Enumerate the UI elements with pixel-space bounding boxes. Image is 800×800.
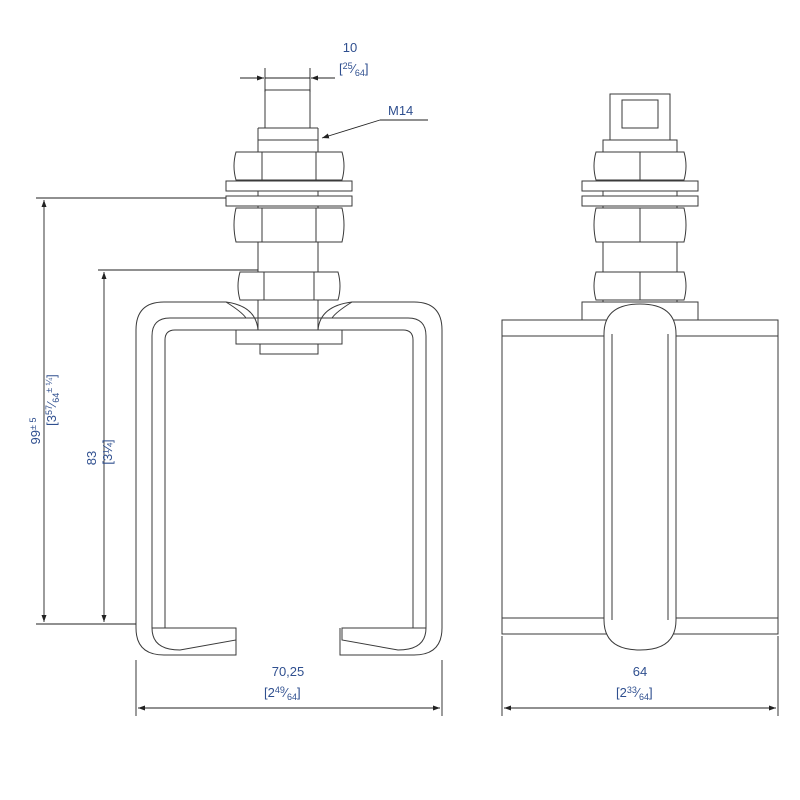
bracket-outer [135,301,443,656]
upper-nut [233,151,345,181]
center-rib [603,303,677,651]
front-lower-washer [581,195,699,207]
lower-washer [225,195,353,207]
thread-label: M14 [388,103,413,118]
front-view [501,93,779,651]
side-width-mm: 70,25 [272,664,305,679]
front-upper-nut [593,151,687,181]
inner-nut [235,329,343,345]
overall-height-inch: [357⁄64± ¼] [44,374,61,426]
front-width-inch: [233⁄64] [616,685,653,702]
middle-nut [233,207,345,243]
front-width-mm: 64 [633,664,647,679]
overall-height-mm: 99± 5 [28,418,43,445]
thread-width-inch: [25⁄64] [339,61,368,78]
front-upper-washer [581,180,699,192]
side-view [135,89,443,656]
dimension-lines [36,68,779,716]
bracket-inner [151,317,427,628]
inner-height-mm: 83 [84,451,99,465]
lower-nut [237,271,341,301]
right-flange [341,627,427,651]
left-flange [151,627,237,651]
thread-width-mm: 10 [343,40,357,55]
front-bolt-tip [609,93,671,147]
front-middle-nut [593,207,687,243]
front-lower-nut [593,271,687,301]
bolt-tip [264,89,311,129]
upper-washer [225,180,353,192]
side-width-inch: [249⁄64] [264,685,301,702]
inner-height-inch: [3¼] [100,439,115,464]
